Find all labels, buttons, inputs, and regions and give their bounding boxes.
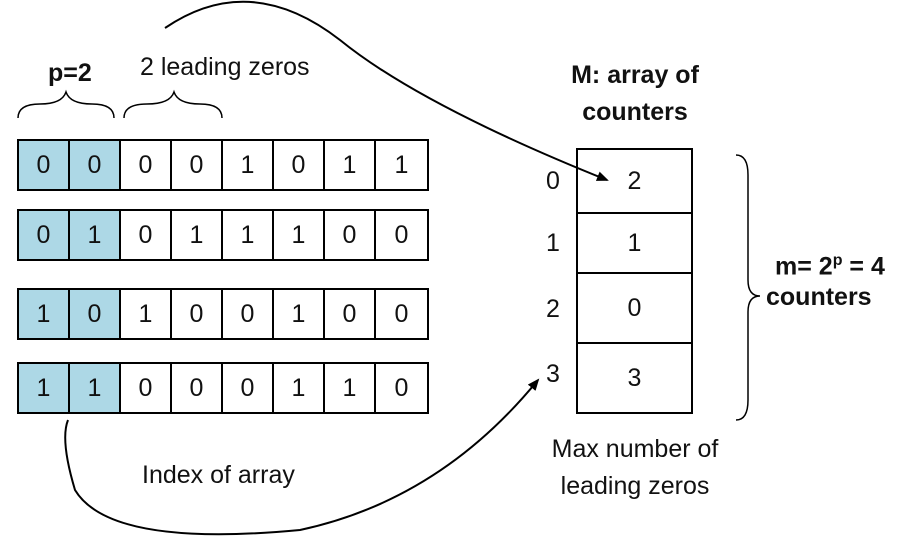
counter-value: 3 <box>627 363 642 392</box>
hash-bit: 0 <box>325 211 376 259</box>
array-title-line1: M: array of <box>571 61 699 89</box>
hash-bit: 0 <box>121 211 172 259</box>
hash-bit: 1 <box>274 211 325 259</box>
hash-bit: 1 <box>223 141 274 189</box>
counter-cell: 1 <box>578 214 691 274</box>
counter-value: 0 <box>627 293 642 322</box>
hash-bit: 0 <box>223 364 274 412</box>
m-counters-label: counters <box>766 283 872 311</box>
p-label: p=2 <box>48 59 92 87</box>
hash-bit: 0 <box>172 290 223 338</box>
leading-zeros-label: 2 leading zeros <box>140 53 310 81</box>
brace-counters <box>735 154 761 421</box>
index-bit: 0 <box>19 141 70 189</box>
index-bit: 0 <box>19 211 70 259</box>
hash-bit: 1 <box>172 211 223 259</box>
counter-cell: 3 <box>578 344 691 412</box>
hash-bit: 1 <box>325 364 376 412</box>
counter-index: 1 <box>546 229 560 257</box>
counter-index: 3 <box>546 360 560 388</box>
brace-leading-zeros <box>123 89 223 119</box>
brace-p-bits <box>17 89 115 119</box>
m-formula: m= 2p = 4 <box>775 246 885 281</box>
hash-bit: 1 <box>325 141 376 189</box>
counter-array: 2 1 0 3 <box>576 148 693 414</box>
array-title-line2: counters <box>582 98 688 126</box>
index-bit: 1 <box>19 364 70 412</box>
hash-bit: 1 <box>394 150 409 179</box>
hash-bit: 1 <box>223 211 274 259</box>
max-leading-zeros-line1: Max number of <box>551 435 719 463</box>
counter-cell: 2 <box>578 150 691 214</box>
hash-bit: 0 <box>394 220 409 249</box>
m-prefix: m= 2 <box>775 252 833 281</box>
hash-bit: 0 <box>394 373 409 402</box>
counter-value: 2 <box>627 166 642 195</box>
max-leading-zeros-line2: leading zeros <box>560 472 710 500</box>
hash-bit: 0 <box>394 299 409 328</box>
m-exponent: p <box>832 252 843 269</box>
counter-index: 2 <box>546 295 560 323</box>
index-bit: 1 <box>70 211 121 259</box>
hash-bit: 0 <box>172 141 223 189</box>
hash-bit: 0 <box>172 364 223 412</box>
counter-value: 1 <box>627 228 642 257</box>
index-bit: 1 <box>19 290 70 338</box>
hash-bit: 0 <box>223 290 274 338</box>
hash-bit: 0 <box>121 364 172 412</box>
index-bit: 0 <box>70 290 121 338</box>
hash-bit: 1 <box>274 364 325 412</box>
counter-index: 0 <box>546 167 560 195</box>
arrow-to-counter-0 <box>164 0 609 181</box>
index-bit: 1 <box>70 364 121 412</box>
m-suffix: = 4 <box>842 252 885 281</box>
hash-bit: 0 <box>121 141 172 189</box>
counter-cell: 0 <box>578 274 691 344</box>
hash-bit: 1 <box>121 290 172 338</box>
index-of-array-label: Index of array <box>142 461 295 489</box>
hash-bit: 1 <box>274 290 325 338</box>
hash-bit: 0 <box>274 141 325 189</box>
index-bit: 0 <box>70 141 121 189</box>
arrow-index-to-counter-3 <box>64 378 540 536</box>
hash-bit: 0 <box>325 290 376 338</box>
